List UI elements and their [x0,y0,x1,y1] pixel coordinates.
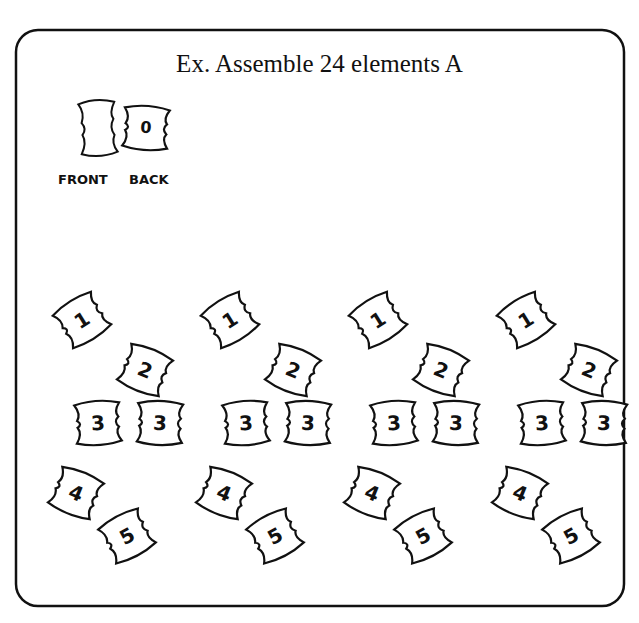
element-piece: 1 [46,284,118,355]
front-element [78,99,118,157]
callout-number: 3 [90,413,105,434]
callout-number: 3 [597,413,612,433]
element-piece: 2 [111,337,180,404]
callout-number: 0 [140,120,152,137]
callout-number: 3 [386,413,401,434]
element-piece: 0 [117,101,174,155]
element-piece: 4 [190,460,259,527]
element-piece: 5 [239,501,310,570]
element-piece: 3 [428,397,484,449]
part-label: FRONT [58,172,108,187]
element-piece: 2 [407,337,476,404]
element-piece: 3 [69,396,126,450]
element-piece: 1 [194,284,266,355]
element-piece: 2 [259,337,328,404]
title: Ex. Assemble 24 elements A [0,50,639,78]
element-piece: 5 [91,501,162,570]
callout-number: 3 [449,413,464,433]
callout-number: 3 [238,413,253,434]
element-piece: 3 [280,397,336,449]
element-piece: 4 [338,460,407,527]
element-piece: 5 [535,501,606,570]
element-piece: 3 [217,396,274,450]
element-piece: 1 [342,284,414,355]
element-piece: 5 [387,501,458,570]
part-label: BACK [129,172,169,187]
frame [16,30,624,606]
element-piece: 3 [513,396,570,450]
element-piece: 4 [486,460,555,527]
callout-number: 3 [301,413,316,433]
element-piece: 3 [576,397,632,449]
callout-number: 3 [153,413,168,433]
element-piece: 1 [490,284,562,355]
element-piece: 3 [365,396,422,450]
element-piece: 3 [132,397,188,449]
element-piece: 4 [42,460,111,527]
callout-number: 3 [534,413,549,434]
element-piece: 2 [555,337,624,404]
